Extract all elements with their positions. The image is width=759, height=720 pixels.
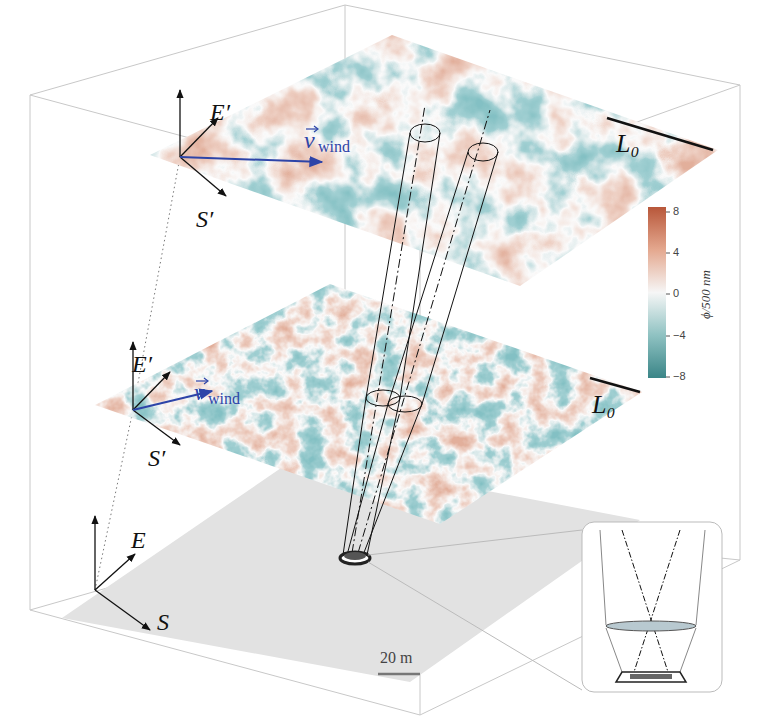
optics-inset bbox=[368, 522, 722, 692]
annotation-label: S bbox=[157, 610, 169, 634]
annotation-label: ϕ/500 nm bbox=[698, 270, 711, 319]
light-beams bbox=[343, 105, 498, 555]
phase-screen-lower bbox=[85, 280, 650, 530]
annotation-label: v bbox=[304, 128, 315, 152]
annotation-label: −8 bbox=[673, 371, 686, 382]
annotation-label: v bbox=[194, 380, 205, 404]
frame-box bbox=[30, 5, 740, 715]
annotation-label: S′ bbox=[148, 446, 165, 470]
annotation-label: E′ bbox=[210, 100, 230, 124]
annotation-label: wind bbox=[208, 391, 240, 407]
annotation-label: E bbox=[131, 528, 146, 552]
coordinate-axes bbox=[95, 90, 226, 630]
annotation-label: 0 bbox=[673, 288, 679, 299]
telescope bbox=[340, 552, 370, 564]
wind-vectors bbox=[133, 126, 322, 410]
annotation-label: L₀ bbox=[616, 131, 640, 157]
phase-screen-upper bbox=[140, 30, 730, 290]
annotation-label: 20 m bbox=[380, 650, 412, 666]
annotation-label: −4 bbox=[673, 330, 686, 341]
colorbar bbox=[648, 207, 670, 378]
scale-bar bbox=[378, 673, 420, 676]
annotation-label: 8 bbox=[673, 206, 679, 217]
annotation-label: E′ bbox=[132, 352, 152, 376]
annotation-label: L₀ bbox=[592, 392, 616, 418]
annotation-label: wind bbox=[318, 139, 350, 155]
annotation-label: 4 bbox=[673, 247, 679, 258]
outer-scale-bars bbox=[590, 118, 713, 392]
annotation-label: S′ bbox=[196, 207, 213, 231]
